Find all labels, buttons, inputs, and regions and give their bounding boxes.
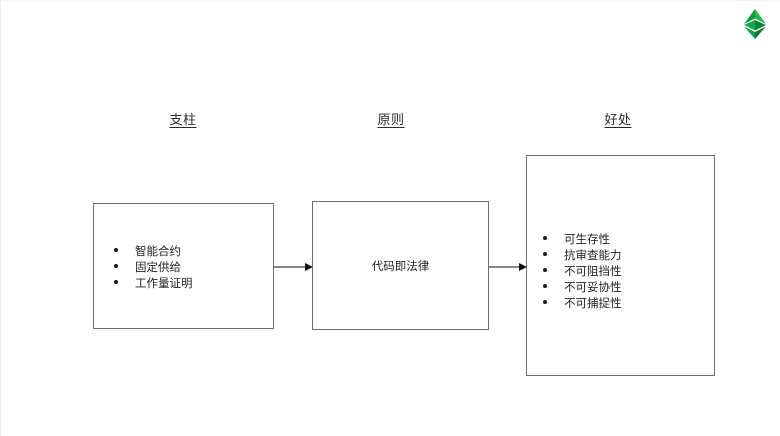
list-item-label: 固定供给 — [135, 262, 181, 274]
bullet-icon — [114, 280, 118, 284]
list-item: 智能合约 — [114, 244, 273, 260]
bullet-icon — [114, 264, 118, 268]
list-item: 可生存性 — [543, 232, 714, 248]
list-item-label: 不可捕捉性 — [564, 298, 622, 310]
column-header-benefits: 好处 — [604, 112, 632, 127]
bullet-icon — [543, 284, 547, 288]
bullet-icon — [543, 268, 547, 272]
list-item: 不可阻挡性 — [543, 264, 714, 280]
benefits-list: 可生存性 抗审查能力 不可阻挡性 不可妥协性 不可捕捉性 — [527, 232, 714, 312]
bullet-icon — [543, 236, 547, 240]
bullet-icon — [543, 300, 547, 304]
list-item: 工作量证明 — [114, 276, 273, 292]
list-item-label: 不可阻挡性 — [564, 266, 622, 278]
box-benefits: 可生存性 抗审查能力 不可阻挡性 不可妥协性 不可捕捉性 — [526, 155, 715, 376]
pillars-list: 智能合约 固定供给 工作量证明 — [94, 244, 273, 292]
column-header-principles: 原则 — [377, 112, 405, 127]
list-item-label: 可生存性 — [564, 234, 610, 246]
list-item: 不可捕捉性 — [543, 296, 714, 312]
arrow-pillars-to-principles — [274, 262, 313, 272]
bullet-icon — [543, 252, 547, 256]
list-item: 抗审查能力 — [543, 248, 714, 264]
list-item-label: 不可妥协性 — [564, 282, 622, 294]
arrow-principles-to-benefits — [489, 262, 527, 272]
ethereum-classic-logo — [740, 8, 770, 40]
list-item: 固定供给 — [114, 260, 273, 276]
box-principles: 代码即法律 — [312, 201, 489, 330]
list-item-label: 智能合约 — [135, 246, 181, 258]
box-pillars: 智能合约 固定供给 工作量证明 — [93, 203, 274, 329]
list-item-label: 工作量证明 — [135, 278, 193, 290]
list-item-label: 抗审查能力 — [564, 250, 622, 262]
list-item: 不可妥协性 — [543, 280, 714, 296]
column-header-pillars: 支柱 — [169, 112, 197, 127]
bullet-icon — [114, 248, 118, 252]
principles-label: 代码即法律 — [371, 260, 430, 273]
